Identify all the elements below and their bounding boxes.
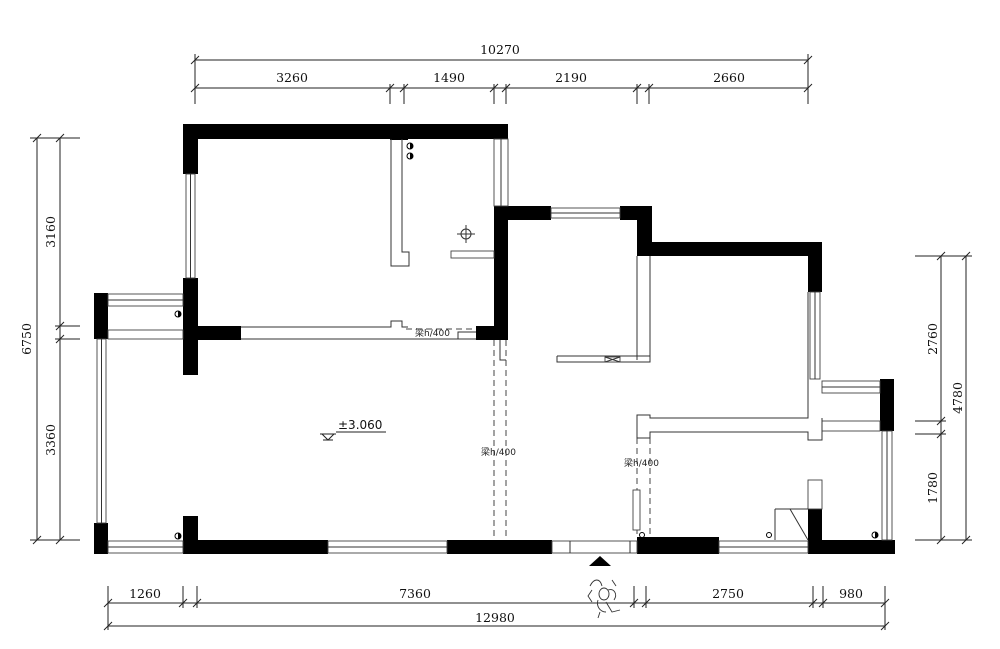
outlet-symbol-icon	[766, 532, 772, 538]
bottom-segment-dimension: 1260	[129, 586, 161, 601]
left-segment-dimension: 3360	[43, 424, 58, 456]
outlet-symbol-icon	[406, 142, 414, 160]
left-total-dimension: 6750	[19, 323, 34, 355]
walls	[94, 124, 895, 554]
level-marker-icon	[320, 431, 386, 441]
windows	[96, 138, 893, 554]
outlet-symbol-icon	[174, 532, 182, 540]
top-segment-dimension: 2190	[555, 70, 587, 85]
bottom-dimensions: 1260 7360 2750 980 12980	[103, 586, 890, 631]
beam-label: 梁h/400	[415, 327, 450, 339]
bottom-total-dimension: 12980	[475, 610, 515, 625]
outlet-symbol-icon	[871, 531, 879, 539]
top-segment-dimension: 1490	[433, 70, 465, 85]
entrance-arrow-icon	[589, 556, 611, 566]
outlet-symbol-icon	[174, 310, 182, 318]
left-dimensions: 6750 3160 3360	[19, 133, 80, 545]
right-segment-dimension: 1780	[925, 472, 940, 504]
beam-label: 梁h/400	[624, 457, 659, 469]
bottom-segment-dimension: 7360	[399, 586, 431, 601]
ceiling-light-icon	[457, 225, 475, 243]
top-total-dimension: 10270	[480, 42, 520, 57]
bottom-segment-dimension: 980	[839, 586, 863, 601]
level-elevation-label: ±3.060	[338, 418, 382, 432]
interior-partitions	[241, 139, 823, 541]
top-dimensions: 10270 3260 1490 2190 2660	[190, 42, 813, 104]
outlet-symbol-icon	[639, 532, 645, 538]
person-figure-icon	[587, 579, 621, 619]
right-segment-dimension: 2760	[925, 323, 940, 355]
top-segment-dimension: 3260	[276, 70, 308, 85]
bottom-segment-dimension: 2750	[712, 586, 744, 601]
top-segment-dimension: 2660	[713, 70, 745, 85]
right-total-dimension: 4780	[950, 382, 965, 414]
beam-label: 梁h/400	[481, 446, 516, 458]
left-segment-dimension: 3160	[43, 216, 58, 248]
right-dimensions: 2760 1780 4780	[915, 251, 972, 545]
